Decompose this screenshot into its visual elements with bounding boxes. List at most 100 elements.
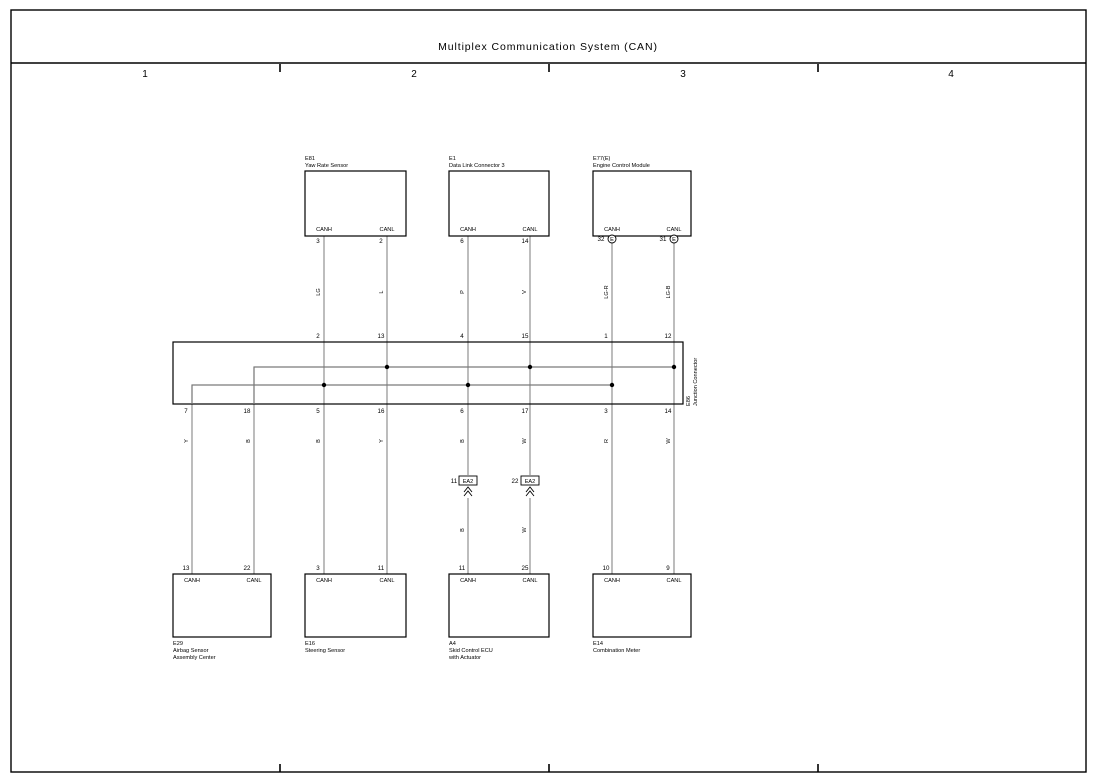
wire-color: B bbox=[460, 528, 466, 532]
wire-color: LG-R bbox=[604, 285, 610, 298]
pin-name: CANH bbox=[604, 227, 620, 233]
component-box bbox=[304, 170, 407, 237]
pin-name: CANH bbox=[316, 227, 332, 233]
pin-number: 32 bbox=[598, 236, 605, 243]
wires bbox=[191, 236, 675, 574]
wire-color: W bbox=[666, 438, 672, 444]
splice-points bbox=[321, 364, 677, 388]
pin-name: CANL bbox=[523, 578, 538, 584]
wire-color: L bbox=[379, 290, 385, 293]
jc-pin: 14 bbox=[665, 408, 672, 415]
wire-color: W bbox=[522, 527, 528, 533]
pin-name: CANH bbox=[316, 578, 332, 584]
junction-name: Junction Connector bbox=[693, 358, 699, 406]
component-id: E81 bbox=[305, 156, 315, 162]
column-ticks bbox=[279, 64, 819, 772]
wire-color: LG-B bbox=[666, 285, 672, 298]
pin-name: CANH bbox=[184, 578, 200, 584]
wire-color: W bbox=[522, 438, 528, 444]
jc-pin: 3 bbox=[604, 408, 608, 415]
pin-number: 2 bbox=[379, 238, 383, 245]
component-name: Yaw Rate Sensor bbox=[305, 163, 348, 169]
component-box bbox=[592, 573, 692, 638]
jc-pin: 17 bbox=[522, 408, 529, 415]
jc-pin: 12 bbox=[665, 333, 672, 340]
pin-number: 6 bbox=[460, 238, 464, 245]
pin-number: 11 bbox=[451, 478, 458, 485]
component-box bbox=[172, 573, 272, 638]
pin-name: CANL bbox=[523, 227, 538, 233]
jc-pin: 16 bbox=[378, 408, 385, 415]
pin-number: 13 bbox=[183, 565, 190, 572]
component-name: Steering Sensor bbox=[305, 648, 345, 654]
inline-connector-ea2-canh: 11 EA2 bbox=[451, 475, 478, 497]
pin-name: CANL bbox=[380, 227, 395, 233]
component-yaw-rate-sensor: E81 Yaw Rate Sensor CANH CANL 3 2 bbox=[304, 156, 407, 245]
component-steering-sensor: 3 11 CANH CANL E16 Steering Sensor bbox=[304, 565, 407, 654]
component-box bbox=[448, 170, 550, 237]
jc-pin: 7 bbox=[184, 408, 188, 415]
wire-color: Y bbox=[379, 439, 385, 443]
jc-pin: 4 bbox=[460, 333, 464, 340]
pin-name: CANH bbox=[460, 227, 476, 233]
wire-color: B bbox=[316, 439, 322, 443]
wire-color: R bbox=[604, 439, 610, 443]
pin-number: 3 bbox=[316, 238, 320, 245]
connector-name: EA2 bbox=[463, 479, 474, 485]
component-name: Airbag Sensor bbox=[173, 648, 209, 654]
canl-bus bbox=[253, 366, 674, 404]
column-number-4: 4 bbox=[948, 69, 954, 80]
jc-pin: 18 bbox=[244, 408, 251, 415]
component-id: E14 bbox=[593, 641, 603, 647]
component-box bbox=[592, 170, 692, 237]
jc-pin: 1 bbox=[604, 333, 608, 340]
connector-box bbox=[458, 475, 478, 486]
pin-number: 14 bbox=[522, 238, 529, 245]
jc-pin: 5 bbox=[316, 408, 320, 415]
pin-number: 22 bbox=[512, 478, 519, 485]
component-skid-control-ecu: 11 25 CANH CANL A4 Skid Control ECU with… bbox=[448, 565, 550, 661]
wire-color: B bbox=[460, 439, 466, 443]
pin-number: 10 bbox=[603, 565, 610, 572]
pin-name: CANL bbox=[247, 578, 262, 584]
canh-bus bbox=[191, 384, 612, 404]
column-number-3: 3 bbox=[680, 69, 686, 80]
terminal-code: E bbox=[672, 237, 676, 243]
component-combination-meter: 10 9 CANH CANL E14 Combination Meter bbox=[592, 565, 692, 654]
component-box bbox=[448, 573, 550, 638]
pin-number: 3 bbox=[316, 565, 320, 572]
terminal-circle bbox=[669, 234, 679, 244]
jc-pin: 13 bbox=[378, 333, 385, 340]
pin-name: CANL bbox=[667, 227, 682, 233]
component-airbag-sensor: 13 22 CANH CANL E29 Airbag Sensor Assemb… bbox=[172, 565, 272, 661]
wire-color: Y bbox=[184, 439, 190, 443]
component-id: E77(E) bbox=[593, 156, 611, 162]
terminal-code: E bbox=[610, 237, 614, 243]
wire-color: V bbox=[522, 290, 528, 294]
component-name-line2: with Actuator bbox=[448, 655, 481, 661]
wire-color: P bbox=[460, 290, 466, 294]
junction-connector-box bbox=[172, 341, 684, 405]
pin-number: 31 bbox=[660, 236, 667, 243]
pin-number: 11 bbox=[378, 565, 385, 572]
terminal-circle bbox=[607, 234, 617, 244]
component-id: E16 bbox=[305, 641, 315, 647]
pin-number: 22 bbox=[244, 565, 251, 572]
pin-name: CANH bbox=[604, 578, 620, 584]
connector-box bbox=[520, 475, 540, 486]
wire-color: B bbox=[246, 439, 252, 443]
component-id: E1 bbox=[449, 156, 456, 162]
component-data-link-connector: E1 Data Link Connector 3 CANH CANL 6 14 bbox=[448, 156, 550, 245]
pin-number: 25 bbox=[522, 565, 529, 572]
jc-pin: 2 bbox=[316, 333, 320, 340]
component-name: Combination Meter bbox=[593, 648, 640, 654]
jc-pin: 6 bbox=[460, 408, 464, 415]
component-id: A4 bbox=[449, 641, 456, 647]
component-name: Data Link Connector 3 bbox=[449, 163, 505, 169]
connector-name: EA2 bbox=[525, 479, 536, 485]
component-box bbox=[304, 573, 407, 638]
jc-pin: 15 bbox=[522, 333, 529, 340]
pin-number: 11 bbox=[459, 565, 466, 572]
pin-number: 9 bbox=[666, 565, 670, 572]
